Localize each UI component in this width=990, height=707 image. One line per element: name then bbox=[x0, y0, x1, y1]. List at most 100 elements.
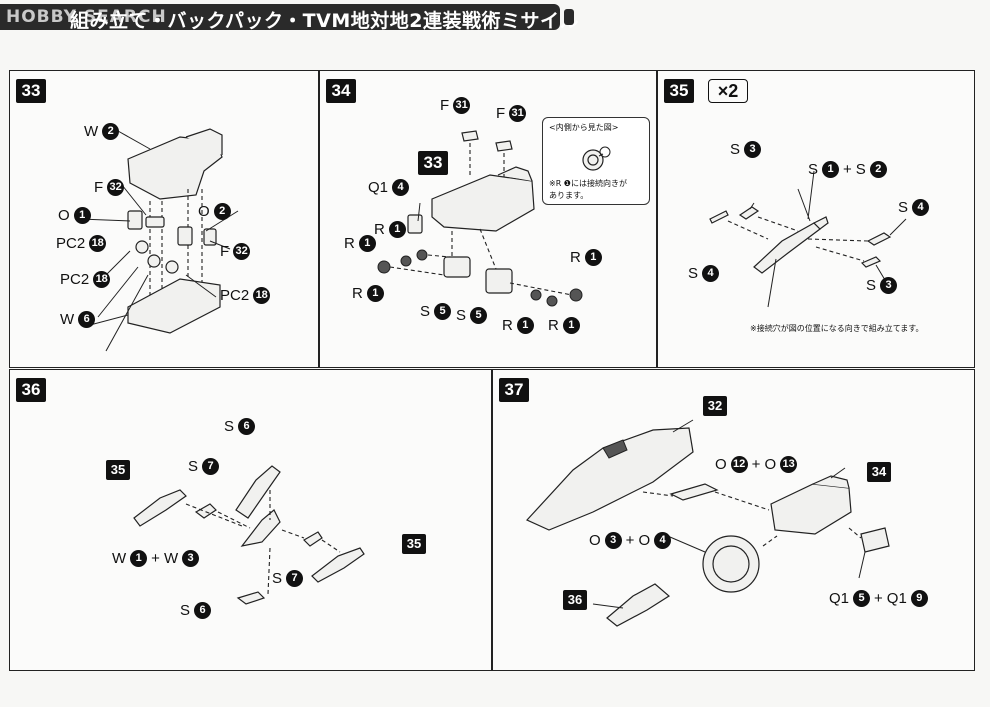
label-letter: F bbox=[496, 105, 506, 122]
step-36-panel: 36 S 6 S 7 35 W 1 + W 3 35 S 7 S 6 bbox=[9, 369, 492, 671]
part-number-badge: 3 bbox=[182, 550, 200, 567]
callout-note-line2: あります。 bbox=[549, 191, 589, 200]
plus-sign: + bbox=[151, 550, 160, 567]
label-s1-s2: S 1 + S 2 bbox=[808, 161, 887, 178]
part-number-badge: 5 bbox=[853, 590, 871, 607]
step-33-panel: 33 W 2 F 32 O 1 O 2 PC2 18 F bbox=[9, 70, 319, 368]
multiplier-badge: ×2 bbox=[708, 79, 748, 103]
step-reference-badge: 35 bbox=[402, 534, 426, 554]
label-q14: Q1 4 bbox=[368, 179, 410, 196]
label-f31a: F 31 bbox=[440, 97, 471, 114]
part-number-badge: 18 bbox=[253, 287, 271, 304]
label-letter: S bbox=[420, 303, 431, 320]
label-r1f: R 1 bbox=[548, 317, 580, 334]
label-q15-q19: Q1 5 + Q1 9 bbox=[829, 590, 928, 607]
label-letter: O bbox=[589, 532, 601, 549]
step-33-reference: 33 bbox=[418, 151, 448, 175]
label-letter: R bbox=[352, 285, 363, 302]
callout-title: <内側から見た図> bbox=[549, 123, 619, 132]
part-number-badge: 6 bbox=[78, 311, 96, 328]
part-number-badge: 1 bbox=[584, 249, 602, 266]
label-letter: O bbox=[58, 207, 70, 224]
part-number-badge: 2 bbox=[102, 123, 120, 140]
label-letter: PC2 bbox=[60, 271, 90, 288]
label-letter: R bbox=[548, 317, 559, 334]
step-34-panel: 34 33 <内側から見た図> ※R ❶には接続向きが あります。 F 31 bbox=[319, 70, 657, 368]
label-ref32: 32 bbox=[703, 396, 727, 416]
part-number-badge: 1 bbox=[388, 221, 406, 238]
step-reference-badge: 35 bbox=[106, 460, 130, 480]
label-letter: F bbox=[94, 179, 104, 196]
label-o3-o4: O 3 + O 4 bbox=[589, 532, 672, 549]
label-r1b: R 1 bbox=[344, 235, 376, 252]
part-number-badge: 4 bbox=[702, 265, 720, 282]
label-letter: O bbox=[764, 456, 777, 473]
inner-view-callout: <内側から見た図> ※R ❶には接続向きが あります。 bbox=[542, 117, 650, 205]
part-number-badge: 31 bbox=[509, 105, 527, 122]
label-letter: Q1 bbox=[368, 179, 389, 196]
label-letter: Q1 bbox=[886, 590, 907, 607]
label-pc2a: PC2 18 bbox=[56, 235, 107, 252]
plus-sign: + bbox=[874, 590, 883, 607]
part-number-badge: 31 bbox=[453, 97, 471, 114]
label-w2: W 2 bbox=[84, 123, 120, 140]
label-letter: S bbox=[688, 265, 699, 282]
step-37-illustration bbox=[525, 419, 890, 627]
part-number-badge: 6 bbox=[194, 602, 212, 619]
label-letter: S bbox=[456, 307, 467, 324]
instruction-header: HOBBY SEARCH 組み立て・バックパック・TVM地対地2連装戦術ミサイル bbox=[0, 0, 990, 34]
label-s3b: S 3 bbox=[866, 277, 898, 294]
label-letter: S bbox=[808, 161, 819, 178]
part-number-badge: 1 bbox=[130, 550, 148, 567]
label-f31b: F 31 bbox=[496, 105, 527, 122]
step-reference-badge: 34 bbox=[867, 462, 891, 482]
part-number-badge: 1 bbox=[358, 235, 376, 252]
label-o12-o13: O 12 + O 13 bbox=[715, 456, 798, 473]
label-letter: S bbox=[866, 277, 877, 294]
label-letter: R bbox=[374, 221, 385, 238]
label-letter: W bbox=[112, 550, 127, 567]
label-w6: W 6 bbox=[60, 311, 96, 328]
label-ref36: 36 bbox=[563, 590, 587, 610]
label-f32a: F 32 bbox=[94, 179, 125, 196]
plus-sign: + bbox=[843, 161, 852, 178]
label-s5b: S 5 bbox=[456, 307, 488, 324]
part-number-badge: 1 bbox=[562, 317, 580, 334]
label-r1d: R 1 bbox=[570, 249, 602, 266]
step-33-illustration bbox=[79, 128, 239, 352]
header-end-mark bbox=[564, 9, 574, 25]
part-number-badge: 5 bbox=[470, 307, 488, 324]
label-pc2c: PC2 18 bbox=[220, 287, 271, 304]
part-number-badge: 3 bbox=[880, 277, 898, 294]
label-letter: F bbox=[440, 97, 450, 114]
part-number-badge: 3 bbox=[604, 532, 622, 549]
part-number-badge: 18 bbox=[89, 235, 107, 252]
label-letter: O bbox=[715, 456, 727, 473]
part-number-badge: 2 bbox=[213, 203, 231, 220]
plus-sign: + bbox=[625, 532, 635, 549]
label-s4b: S 4 bbox=[688, 265, 720, 282]
step-35-panel: 35 ×2 S 3 S 1 + S 2 S 4 S 4 S 3 ※接続穴が図の位… bbox=[657, 70, 975, 368]
label-s4a: S 4 bbox=[898, 199, 930, 216]
label-letter: R bbox=[502, 317, 513, 334]
label-letter: W bbox=[60, 311, 75, 328]
part-number-badge: 1 bbox=[822, 161, 840, 178]
part-number-badge: 7 bbox=[286, 570, 304, 587]
label-letter: W bbox=[163, 550, 179, 567]
page-title: 組み立て・バックパック・TVM地対地2連装戦術ミサイル bbox=[70, 10, 579, 32]
label-s7a: S 7 bbox=[188, 458, 220, 475]
step-36-illustration bbox=[133, 465, 365, 605]
part-number-badge: 2 bbox=[869, 161, 887, 178]
label-letter: S bbox=[855, 161, 866, 178]
label-f32b: F 32 bbox=[220, 243, 251, 260]
label-letter: Q1 bbox=[829, 590, 850, 607]
step-number: 33 bbox=[16, 79, 46, 103]
part-number-badge: 32 bbox=[107, 179, 125, 196]
label-letter: PC2 bbox=[56, 235, 86, 252]
step-number: 37 bbox=[499, 378, 529, 402]
label-letter: PC2 bbox=[220, 287, 250, 304]
part-number-badge: 9 bbox=[910, 590, 928, 607]
label-letter: S bbox=[730, 141, 741, 158]
label-letter: S bbox=[272, 570, 283, 587]
step-number: 36 bbox=[16, 378, 46, 402]
